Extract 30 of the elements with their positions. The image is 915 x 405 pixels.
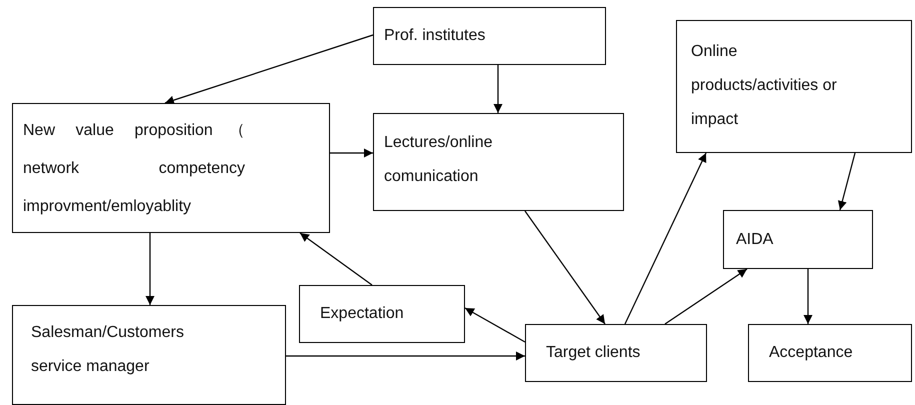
arrow [804, 269, 812, 324]
arrow [664, 268, 748, 324]
process-box [676, 20, 912, 153]
box-text: Salesman/Customers service manager [31, 323, 185, 377]
arrow [286, 352, 525, 360]
box-text: New value proposition（ network competency improvment/emloyablity [23, 121, 245, 217]
box-text: Acceptance [769, 343, 854, 363]
process-box [299, 285, 465, 343]
process-box [525, 324, 707, 382]
box-text: Lectures/online comunication [384, 133, 494, 187]
arrow [494, 65, 502, 113]
arrow [464, 307, 526, 343]
process-box [12, 305, 286, 405]
arrow [164, 34, 374, 104]
arrow [300, 232, 372, 286]
arrow [524, 210, 606, 324]
box-text: Target clients [546, 343, 642, 363]
process-box [723, 210, 873, 269]
arrow [838, 152, 856, 210]
arrow [624, 152, 707, 324]
box-text: Online products/activities or impact [691, 42, 838, 130]
process-box [373, 7, 606, 65]
process-box [748, 324, 912, 382]
box-text: Expectation [320, 304, 405, 324]
process-box [12, 103, 330, 233]
arrow [330, 148, 373, 158]
box-text: Prof. institutes [384, 26, 486, 46]
box-text: AIDA [736, 230, 774, 250]
process-box [373, 113, 624, 211]
arrow [146, 233, 154, 305]
